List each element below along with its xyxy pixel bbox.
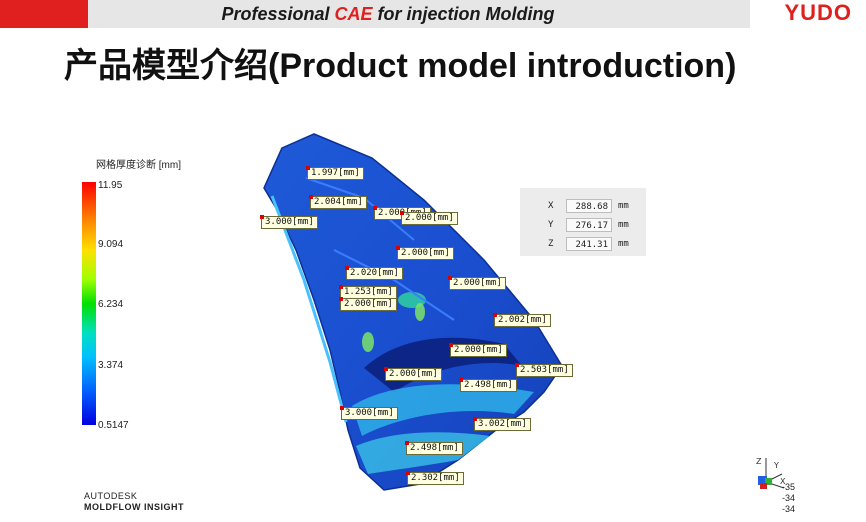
axis-readout-value: -34 <box>782 493 796 503</box>
coord-row-z: Z 241.31 mm <box>520 236 646 254</box>
autodesk-moldflow-logo: AUTODESK MOLDFLOW INSIGHT <box>84 491 184 513</box>
header-title: Professional CAE for injection Molding <box>88 0 688 28</box>
coord-value: 241.31 <box>566 237 612 251</box>
logo-word: INSIGHT <box>144 502 185 512</box>
thickness-label: 2.000[mm] <box>448 276 506 290</box>
axis-label-z: Z <box>756 457 762 466</box>
thickness-label: 2.002[mm] <box>493 313 551 327</box>
color-scale-bar <box>82 182 96 425</box>
legend-tick: 0.5147 <box>98 420 129 431</box>
header-title-prefix: Professional <box>221 4 335 24</box>
axis-label-x: X <box>780 477 786 486</box>
header-grey-band <box>88 0 750 28</box>
coord-axis: Z <box>548 239 554 249</box>
header-red-tab <box>0 0 98 28</box>
thickness-label: 2.020[mm] <box>345 266 403 280</box>
header-bar: Professional CAE for injection Molding Y… <box>0 0 866 28</box>
thickness-label: 2.000[mm] <box>384 367 442 381</box>
coordinate-readout: X 288.68 mm Y 276.17 mm Z 241.31 mm <box>520 188 646 256</box>
axis-readout-value: -34 <box>782 504 796 514</box>
coord-value: 288.68 <box>566 199 612 213</box>
coord-unit: mm <box>618 239 629 249</box>
thickness-label: 3.002[mm] <box>473 417 531 431</box>
axis-readout: -35 -34 -34 <box>782 482 795 515</box>
legend-tick: 6.234 <box>98 299 124 310</box>
legend-title: 网格厚度诊断 [mm] <box>96 160 181 171</box>
legend-tick: 3.374 <box>98 360 124 371</box>
logo-line: AUTODESK <box>84 491 138 501</box>
logo-word: MOLDFLOW <box>84 502 141 512</box>
thickness-label: 2.503[mm] <box>515 363 573 377</box>
model-side-edge <box>270 195 348 423</box>
logo-line: MOLDFLOW INSIGHT <box>84 502 184 513</box>
legend-tick: 11.95 <box>98 180 123 191</box>
coord-unit: mm <box>618 201 629 211</box>
model-boss <box>415 303 425 321</box>
coord-row-x: X 288.68 mm <box>520 198 646 216</box>
coord-axis: Y <box>548 220 554 230</box>
thickness-label: 2.498[mm] <box>459 378 517 392</box>
coord-unit: mm <box>618 220 629 230</box>
legend-tick: 9.094 <box>98 239 124 250</box>
thickness-label: 1.997[mm] <box>306 166 364 180</box>
thickness-label: 3.000[mm] <box>340 406 398 420</box>
coord-row-y: Y 276.17 mm <box>520 217 646 235</box>
thickness-label: 2.000[mm] <box>339 297 397 311</box>
header-title-highlight: CAE <box>334 4 373 24</box>
thickness-label: 2.302[mm] <box>406 471 464 485</box>
thickness-label: 2.498[mm] <box>405 441 463 455</box>
model-boss <box>362 332 374 352</box>
thickness-label: 2.000[mm] <box>396 246 454 260</box>
axis-label-y: Y <box>773 461 779 470</box>
thickness-label: 2.000[mm] <box>449 343 507 357</box>
thickness-label: 2.000[mm] <box>400 211 458 225</box>
axis-readout-value: -35 <box>782 482 796 492</box>
coord-value: 276.17 <box>566 218 612 232</box>
model-rib <box>333 249 455 321</box>
thickness-label: 2.004[mm] <box>309 195 367 209</box>
header-title-suffix: for injection Molding <box>372 4 555 24</box>
page-title: 产品模型介绍(Product model introduction) <box>64 47 737 85</box>
coord-axis: X <box>548 201 554 211</box>
axis-triad-icon[interactable]: Z Y X <box>748 452 788 496</box>
model-lower-rim <box>352 384 534 436</box>
thickness-label: 3.000[mm] <box>260 215 318 229</box>
product-model-view[interactable] <box>244 130 584 494</box>
brand-logo: YUDO <box>784 0 852 25</box>
